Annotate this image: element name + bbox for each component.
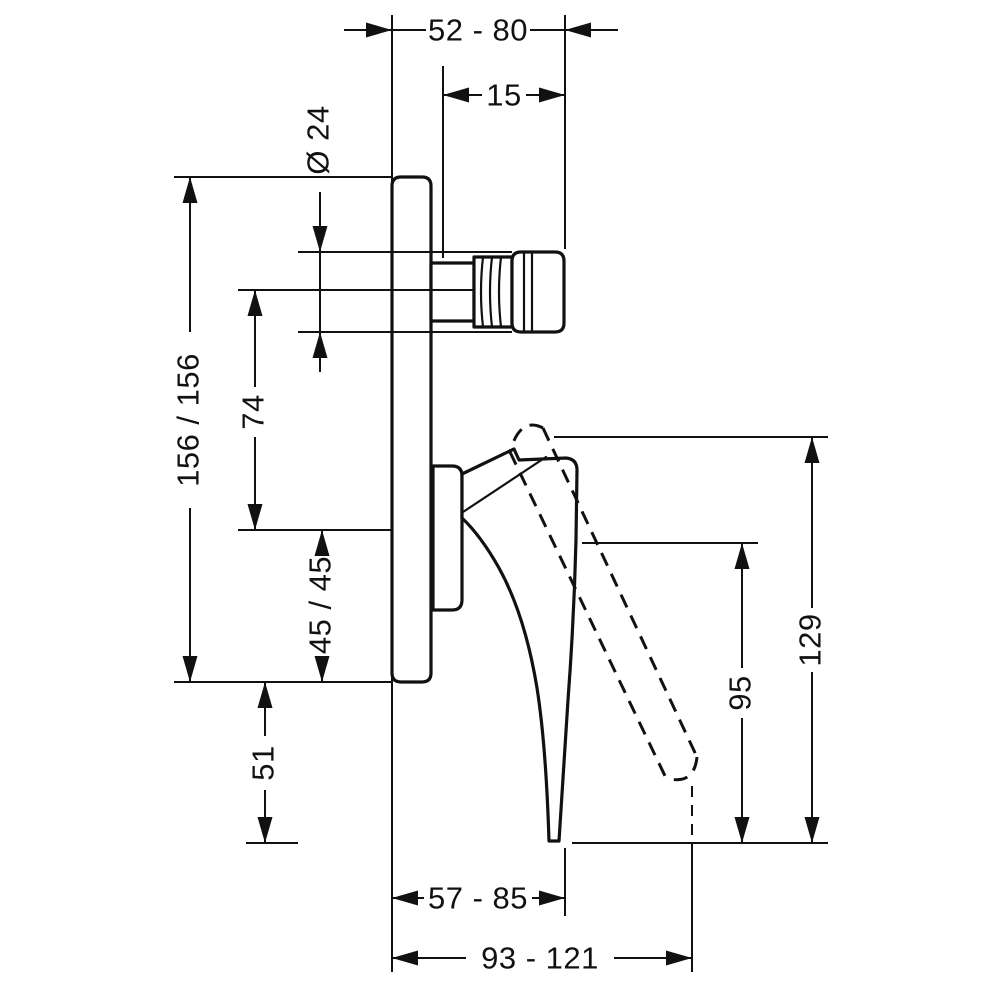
handle-base <box>431 464 464 612</box>
arrowhead-down <box>182 656 198 682</box>
arrowhead-down <box>734 817 750 843</box>
arrowhead-up <box>247 290 263 316</box>
dim-label-plate-bottom-to-lever-tip: 51 <box>246 745 281 780</box>
handle <box>431 447 579 843</box>
arrowhead-up <box>314 530 330 556</box>
spout-end-cap <box>510 250 566 334</box>
dim-spout-to-handle-axis: 74 <box>236 290 271 530</box>
handle-open-tip-cap <box>665 756 699 782</box>
arrowhead-left <box>443 87 469 103</box>
arrowhead-left <box>392 950 418 966</box>
fixture <box>390 175 699 843</box>
arrowhead-up <box>257 682 273 708</box>
arrowhead-up <box>182 177 198 203</box>
handle-open-position <box>508 423 699 782</box>
arrowhead-right <box>539 890 565 906</box>
spout-sleeve-ridge <box>479 255 485 329</box>
arrowhead-right <box>539 87 565 103</box>
handle-open-inner-edge <box>508 451 668 779</box>
extension-lines <box>174 176 828 972</box>
dim-label-spout-to-handle-axis: 74 <box>236 394 271 429</box>
spout-sleeve-ridge <box>497 255 503 329</box>
dim-handle-open-height: 129 <box>793 437 828 843</box>
arrowhead-down <box>247 504 263 530</box>
dim-handle-axis-offset: 45 / 45 <box>303 530 338 682</box>
dim-reach-open: 93 - 121 <box>392 941 692 976</box>
handle-lever-closed <box>460 447 579 843</box>
arrowhead-up <box>312 332 328 358</box>
arrowhead-down <box>314 656 330 682</box>
dim-label-reach-open: 93 - 121 <box>481 941 599 976</box>
arrowhead-down <box>804 817 820 843</box>
arrowhead-right <box>666 950 692 966</box>
arrowhead-right <box>366 22 392 38</box>
dim-reach-closed: 57 - 85 <box>392 881 565 916</box>
dim-handle-closed-height: 95 <box>723 543 758 843</box>
wall-plate <box>390 175 433 684</box>
arrowhead-down <box>257 817 273 843</box>
spout-neck <box>429 261 476 323</box>
handle-open-outer-edge <box>541 427 699 758</box>
spout-sleeve <box>472 255 514 329</box>
spout-sleeve-ridge <box>488 255 494 329</box>
dim-spout-diameter: Ø 24 <box>301 105 336 372</box>
arrowhead-left <box>392 890 418 906</box>
dim-label-plate-height: 156 / 156 <box>171 353 206 487</box>
arrowhead-down <box>312 226 328 252</box>
dim-label-handle-closed-height: 95 <box>723 675 758 710</box>
dim-label-wall-offset: 15 <box>486 78 521 113</box>
dim-protrusion-range: 52 - 80 <box>344 13 618 48</box>
dim-plate-bottom-to-lever-tip: 51 <box>246 682 281 843</box>
arrowhead-up <box>734 543 750 569</box>
dim-plate-height: 156 / 156 <box>171 177 206 682</box>
arrowhead-up <box>804 437 820 463</box>
spout <box>429 250 566 334</box>
dim-label-handle-open-height: 129 <box>793 613 828 666</box>
dim-label-reach-closed: 57 - 85 <box>428 881 528 916</box>
dim-wall-offset: 15 <box>443 78 565 113</box>
arrowhead-left <box>565 22 591 38</box>
dim-label-protrusion-range: 52 - 80 <box>428 13 528 48</box>
dim-label-spout-diameter: Ø 24 <box>301 105 336 174</box>
handle-open-head-cap <box>508 423 544 453</box>
handle-joint-line <box>461 455 548 514</box>
dim-label-handle-axis-offset: 45 / 45 <box>303 556 338 654</box>
